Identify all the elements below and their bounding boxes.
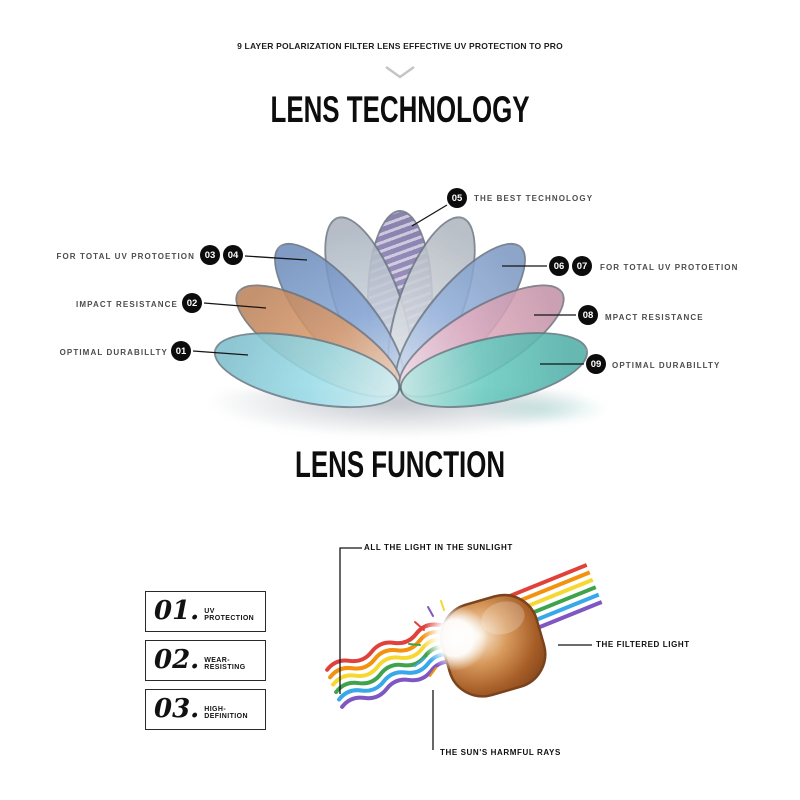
callout-label-impact-left: IMPACT RESISTANCE (76, 300, 178, 309)
chevron-down-icon (385, 66, 415, 79)
badge-03: 03 (200, 245, 220, 265)
lens-fan-reflection (205, 390, 595, 438)
callout-label-uv-right: FOR TOTAL UV PROTOETION (600, 263, 739, 272)
callout-label-uv-left: FOR TOTAL UV PROTOETION (56, 252, 195, 261)
lens-body (439, 593, 547, 698)
badge-08: 08 (578, 305, 598, 325)
badge-04: 04 (223, 245, 243, 265)
callout-label-best-technology: THE BEST TECHNOLOGY (474, 194, 594, 203)
function-item-wear-resisting: 02. WEAR-RESISTING (145, 640, 266, 681)
light-sparkles (408, 600, 445, 677)
sunlight-rays (325, 616, 473, 709)
function-item-label: WEAR-RESISTING (204, 657, 246, 671)
function-item-uv-protection: 01. UV PROTECTION (145, 591, 266, 632)
section-title-lens-technology: LENS TECHNOLOGY (0, 89, 800, 131)
callout-label-durability-right: OPTIMAL DURABILLTY (612, 361, 721, 370)
filtered-rays (459, 563, 603, 655)
badge-09: 09 (586, 354, 606, 374)
badge-07: 07 (572, 256, 592, 276)
badge-06: 06 (549, 256, 569, 276)
function-item-number: 02. (154, 644, 200, 675)
badge-01: 01 (171, 341, 191, 361)
callout-label-durability-left: OPTIMAL DURABILLTY (59, 348, 168, 357)
diagram-label-filtered-light: THE FILTERED LIGHT (596, 640, 690, 649)
badge-02: 02 (182, 293, 202, 313)
function-item-high-definition: 03. HIGH-DEFINITION (145, 689, 266, 730)
light-path-diagram (325, 547, 603, 750)
function-item-label: UV PROTECTION (204, 608, 255, 622)
diagram-leader-lines (339, 547, 592, 750)
function-item-number: 03. (154, 693, 200, 724)
badge-05: 05 (447, 188, 467, 208)
function-item-number: 01. (154, 595, 200, 626)
lens-function-title-text: LENS FUNCTION (294, 444, 506, 485)
section-title-lens-function: LENS FUNCTION (0, 444, 800, 486)
diagram-label-harmful-rays: THE SUN'S HARMFUL RAYS (440, 748, 561, 757)
diagram-label-sunlight: ALL THE LIGHT IN THE SUNLIGHT (364, 543, 513, 552)
function-item-label: HIGH-DEFINITION (204, 706, 248, 720)
light-glow (422, 605, 488, 671)
callout-label-impact-right: MPACT RESISTANCE (605, 313, 704, 322)
light-band (325, 563, 603, 709)
tagline-text: 9 LAYER POLARIZATION FILTER LENS EFFECTI… (237, 41, 563, 51)
lens-technology-title-text: LENS TECHNOLOGY (270, 89, 530, 130)
